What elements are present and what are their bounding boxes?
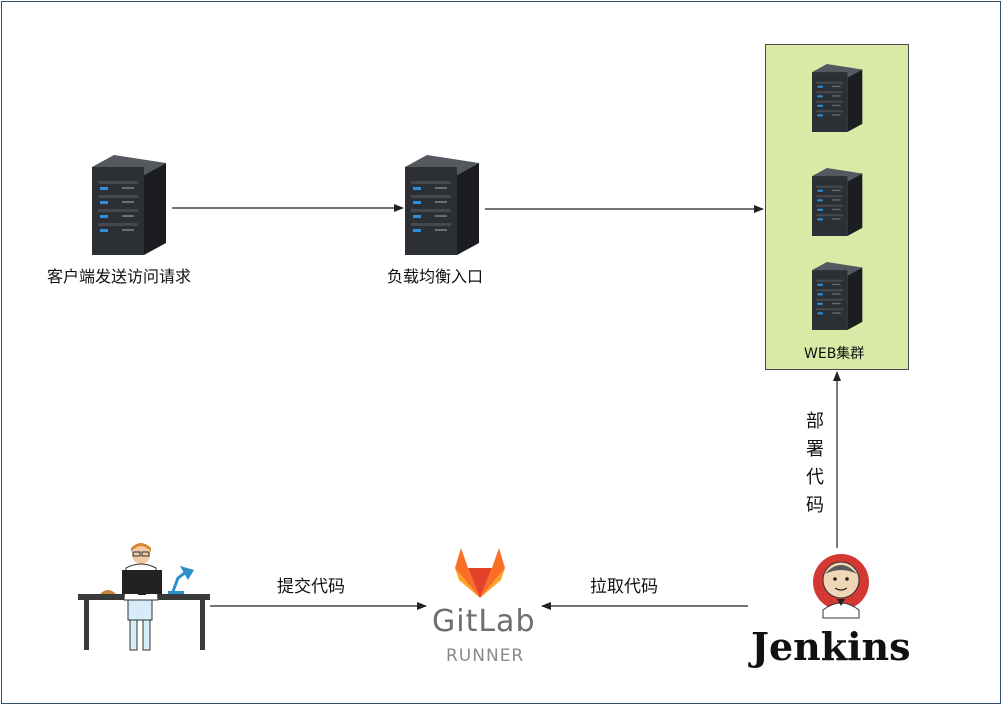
pull-code-label: 拉取代码 — [590, 577, 658, 597]
server-icon — [92, 155, 166, 255]
commit-code-label: 提交代码 — [277, 577, 345, 597]
developer-desk-icon — [78, 543, 210, 651]
gitlab-title: GitLab — [432, 604, 536, 639]
load-balancer-label: 负载均衡入口 — [387, 267, 484, 286]
jenkins-logo-icon — [813, 554, 869, 619]
deploy-char: 代 — [806, 467, 824, 488]
web-cluster-label: WEB集群 — [804, 346, 865, 362]
server-icon — [405, 155, 479, 255]
gitlab-logo-icon — [455, 548, 505, 598]
gitlab-subtitle: RUNNER — [446, 646, 525, 666]
server-icon — [812, 262, 863, 330]
deploy-char: 部 — [806, 411, 824, 432]
server-icon — [812, 64, 863, 132]
deploy-code-label: 部 署 代 码 — [803, 408, 827, 520]
jenkins-title: Jenkins — [751, 624, 911, 669]
deploy-char: 署 — [806, 439, 824, 460]
deploy-char: 码 — [806, 495, 824, 516]
server-icon — [812, 168, 863, 236]
client-label: 客户端发送访问请求 — [47, 267, 192, 286]
